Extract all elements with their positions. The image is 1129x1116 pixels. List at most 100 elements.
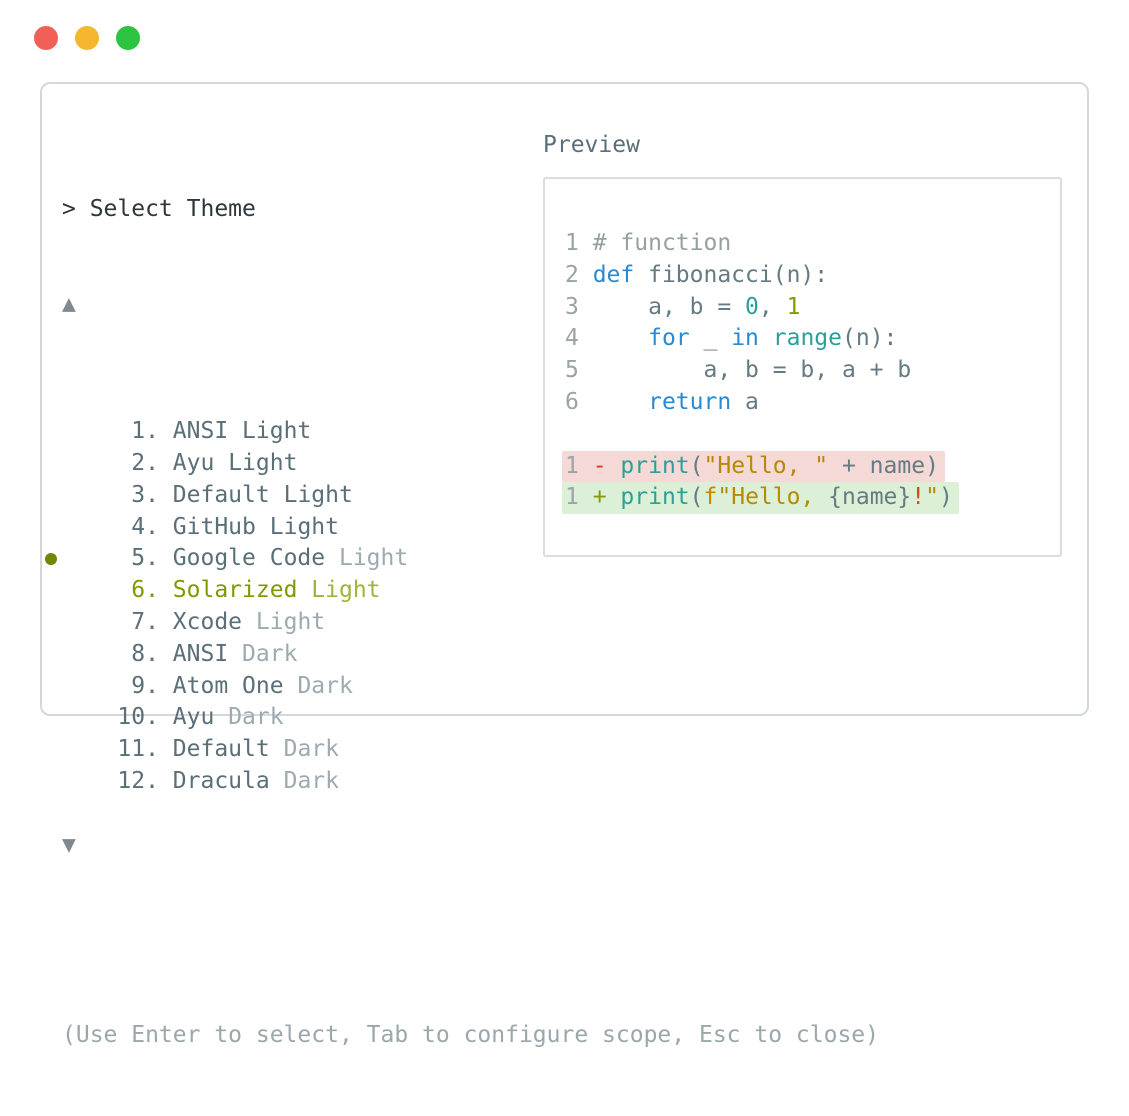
theme-option-name: Default (172, 481, 270, 508)
diff-removed-line: 1 - print("Hello, " + name) (562, 450, 1060, 483)
theme-option-atom-one-dark[interactable]: 9. Atom One Dark (62, 639, 879, 699)
code-token: + name) (828, 452, 939, 479)
theme-option-ayu-dark[interactable]: 10. Ayu Dark (62, 671, 879, 730)
code-line-content: 1 + print(f"Hello, {name}!") (562, 482, 959, 515)
code-token: 1 (786, 293, 801, 320)
theme-option-variant: Light (338, 545, 409, 572)
theme-option-name: Atom One (172, 672, 284, 699)
theme-option-variant: Light (311, 577, 381, 604)
theme-option-number: 7. (117, 608, 159, 635)
code-line-content: 2 def fibonacci(n): (562, 260, 834, 292)
app-window: { "window": { "traffic_lights": [ {"name… (34, 26, 1089, 1049)
code-token (593, 325, 648, 351)
code-line-content: 3 a, b = 0, 1 (562, 292, 806, 324)
line-number: 1 (565, 484, 593, 511)
theme-option-ayu-light[interactable]: 2. Ayu Light (62, 416, 879, 476)
theme-option-name: Ayu (172, 449, 215, 476)
theme-option-variant: Dark (242, 640, 298, 667)
code-token: "Hello, (717, 484, 829, 511)
scroll-up-icon[interactable]: ▲ (62, 290, 76, 317)
theme-option-solarized-light[interactable]: 6. Solarized Light (45, 543, 879, 603)
theme-option-google-code-light[interactable]: 5. Google Code Light (62, 512, 879, 571)
diff-added-line: 1 + print(f"Hello, {name}!") (562, 482, 1060, 515)
theme-option-name: ANSI (172, 418, 229, 445)
close-button-icon[interactable] (34, 26, 58, 50)
theme-option-variant: Light (242, 418, 312, 445)
code-line: 2 def fibonacci(n): (565, 260, 1060, 292)
preview-label: Preview (543, 132, 640, 158)
theme-option-variant: Light (283, 481, 353, 508)
dialog-title: > Select Theme (62, 195, 256, 222)
code-token: "Hello, " (703, 452, 829, 479)
theme-option-default-dark[interactable]: 11. Default Dark (62, 702, 879, 762)
code-line: 1 # function (565, 228, 1060, 260)
zoom-button-icon[interactable] (116, 26, 140, 50)
theme-option-number: 1. (117, 418, 159, 445)
code-line: 6 return a (565, 387, 1060, 419)
theme-option-variant: Dark (228, 704, 284, 731)
code-token: for (648, 325, 690, 352)
theme-option-variant: Light (269, 513, 339, 540)
line-number: 1 (565, 452, 593, 479)
code-token: a, b = b, a + b (592, 357, 912, 384)
code-line-content: 1 - print("Hello, " + name) (562, 450, 945, 483)
code-token: (n): (842, 325, 898, 352)
window-controls (34, 26, 140, 50)
theme-option-number: 6. (117, 577, 159, 604)
theme-option-name: GitHub (172, 513, 256, 540)
code-line: 3 a, b = 0, 1 (565, 292, 1060, 324)
code-blank-line (565, 419, 1060, 451)
theme-option-github-light[interactable]: 4. GitHub Light (62, 480, 879, 540)
minimize-button-icon[interactable] (75, 26, 99, 50)
code-token: fibonacci(n): (634, 261, 829, 288)
footer-hint: (Use Enter to select, Tab to configure s… (62, 1022, 879, 1049)
theme-option-number: 5. (117, 545, 159, 572)
code-token: 0 (745, 293, 759, 320)
selected-bullet-icon (45, 553, 57, 566)
theme-option-name: Xcode (172, 608, 243, 635)
theme-option-number: 8. (117, 640, 159, 667)
code-token: ! (911, 484, 926, 511)
theme-option-xcode-light[interactable]: 7. Xcode Light (62, 575, 879, 635)
code-token: a, b = (592, 293, 746, 320)
scroll-down-icon[interactable]: ▼ (62, 831, 76, 858)
line-number: 6 (565, 388, 593, 415)
code-token (593, 389, 648, 415)
theme-option-dracula-dark[interactable]: 12. Dracula Dark (62, 734, 879, 794)
line-number: 2 (565, 261, 593, 288)
theme-option-name: Ayu (172, 704, 215, 731)
theme-option-name: ANSI (172, 640, 229, 667)
theme-option-number: 4. (117, 513, 159, 540)
theme-option-name: Dracula (172, 767, 270, 794)
theme-option-name: Google Code (172, 545, 326, 572)
code-token (759, 325, 773, 351)
theme-option-variant: Light (255, 608, 326, 635)
line-number: 1 (565, 230, 593, 256)
theme-option-name: Solarized (172, 577, 298, 604)
code-token: def (592, 261, 635, 288)
theme-option-number: 2. (117, 449, 159, 476)
code-token: in (731, 325, 759, 352)
theme-option-number: 9. (117, 672, 159, 699)
theme-option-default-light[interactable]: 3. Default Light (62, 448, 879, 508)
code-line: 4 for _ in range(n): (565, 323, 1060, 355)
code-token: print (620, 452, 690, 479)
code-token: ( (689, 452, 704, 479)
code-token: # function (592, 230, 732, 256)
theme-option-variant: Light (228, 449, 298, 476)
code-token: a (731, 388, 759, 415)
theme-option-gap (270, 768, 284, 794)
line-number: 4 (565, 325, 593, 352)
code-line-content: 1 # function (562, 228, 737, 260)
code-token: print (620, 484, 690, 511)
footer-spacer (62, 925, 879, 957)
theme-option-ansi-dark[interactable]: 8. ANSI Dark (62, 607, 879, 667)
code-token: ( (689, 484, 704, 511)
code-token: ) (938, 484, 953, 511)
theme-option-ansi-light[interactable]: 1. ANSI Light (62, 384, 879, 444)
code-token: range (772, 325, 842, 352)
code-line-content: 6 return a (562, 387, 765, 419)
code-token: " (925, 484, 939, 511)
code-token: , (758, 293, 787, 320)
